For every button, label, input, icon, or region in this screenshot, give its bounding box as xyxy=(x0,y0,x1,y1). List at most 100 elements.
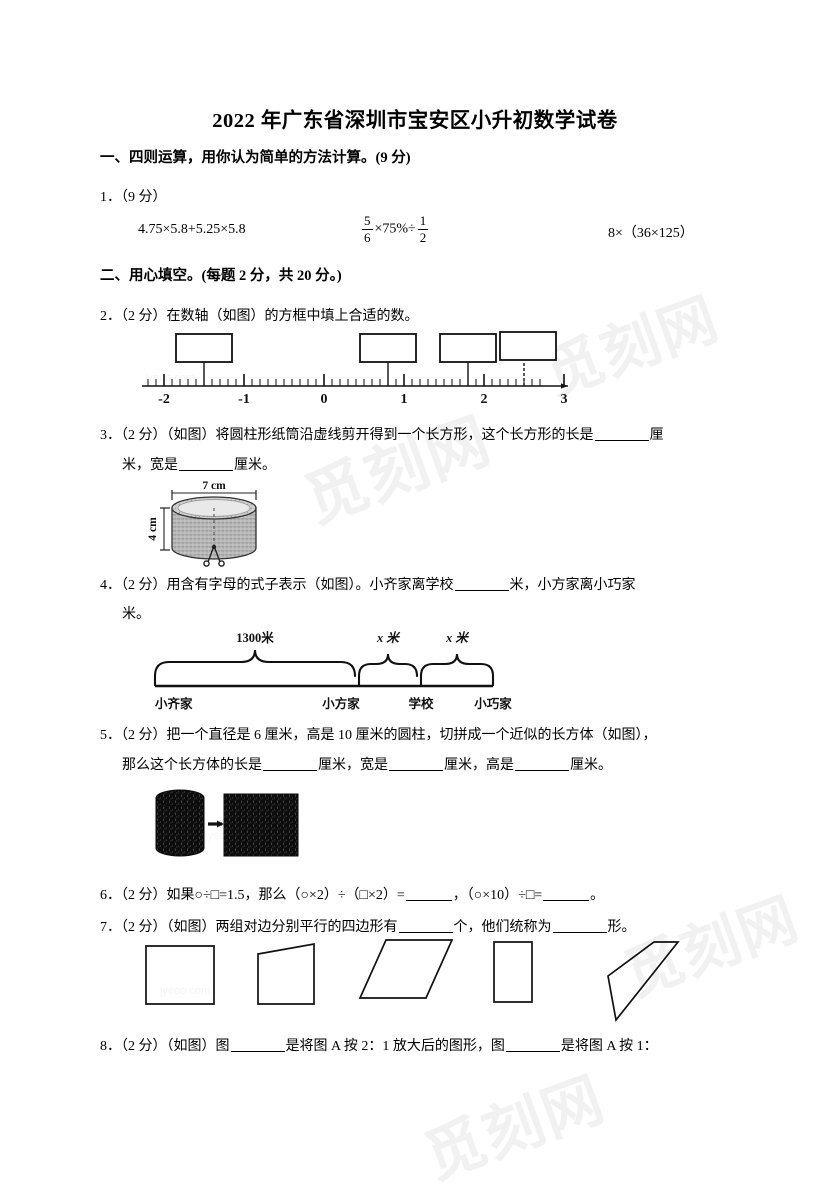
point-label-4: 小巧家 xyxy=(473,696,512,711)
answer-blank[interactable] xyxy=(515,756,569,771)
answer-blank[interactable] xyxy=(230,1037,285,1052)
cylinder-width-label: 7 cm xyxy=(202,480,226,492)
question-3-text-a: 3．（2 分）（如图）将圆柱形纸筒沿虚线剪开得到一个长方形，这个长方形的长是 xyxy=(100,428,594,443)
solid-cuboid xyxy=(223,793,299,857)
question-5-text-a: 那么这个长方体的长是 xyxy=(122,758,262,773)
question-5-solids-figure xyxy=(138,782,338,868)
question-7-text-a: 7．（2 分）（如图）两组对边分别平行的四边形有 xyxy=(100,920,398,935)
question-7-text-b: 个，他们统称为 xyxy=(453,920,552,935)
span-label-1: 1300米 xyxy=(236,630,274,645)
brace-3 xyxy=(419,653,495,678)
question-5-line-1: 5．（2 分）把一个直径是 6 厘米，高是 10 厘米的圆柱，切拼成一个近似的长… xyxy=(100,728,657,743)
question-8-text-a: 8．（2 分）（如图）图 xyxy=(100,1039,230,1054)
tick-label: 1 xyxy=(401,392,408,407)
section-heading-1: 一、四则运算，用你认为简单的方法计算。(9 分) xyxy=(100,150,411,166)
span-label-2: x 米 xyxy=(376,631,400,645)
question-1-heading: 1．（9 分） xyxy=(100,190,167,205)
answer-blank[interactable] xyxy=(454,576,509,591)
scissors-icon xyxy=(203,544,225,567)
question-4-line-1: 4．（2 分）用含有字母的式子表示（如图）。小齐家离学校 米，小方家离小巧家 xyxy=(100,571,636,601)
answer-box-2[interactable] xyxy=(359,333,417,363)
question-3-cylinder-figure: 7 cm 4 cm xyxy=(138,478,328,567)
question-3-text-c: 厘米。 xyxy=(234,458,276,473)
cylinder-height-label: 4 cm xyxy=(147,517,159,541)
question-6-text-c: 。 xyxy=(590,888,605,903)
section-heading-2: 二、用心填空。(每题 2 分，共 20 分。) xyxy=(100,268,342,284)
question-4-line-2: 米。 xyxy=(122,607,150,622)
tick-label: -2 xyxy=(158,392,170,407)
question-5-text-c: 厘米，高是 xyxy=(444,758,514,773)
answer-blank[interactable] xyxy=(389,756,443,771)
shape-slanted-parallelogram xyxy=(607,941,680,1022)
tick-label: 2 xyxy=(481,392,488,407)
solid-cylinder xyxy=(155,797,205,857)
answer-blank[interactable] xyxy=(398,918,453,933)
answer-box-3[interactable] xyxy=(439,333,497,363)
expression-2-operator: ×75%÷ xyxy=(374,221,416,237)
answer-box-4[interactable] xyxy=(499,331,557,361)
question-7-shapes-figure xyxy=(138,932,738,1022)
question-3-text-tail: 厘 xyxy=(649,428,664,443)
numberline-tick-labels: -2 -1 0 1 2 3 xyxy=(158,392,567,407)
numberline-svg: -2 -1 0 1 2 3 xyxy=(142,331,568,407)
answer-blank[interactable] xyxy=(505,1037,560,1052)
cylinder-svg: 7 cm 4 cm xyxy=(147,480,257,567)
solid-cylinder-top xyxy=(155,789,205,807)
question-4-segment-figure: 1300米 x 米 x 米 小齐家 小方家 学校 xyxy=(145,628,535,714)
question-6-text: 6．（2 分）如果○÷□=1.5，那么（○×2）÷（□×2）= ，（○×10）÷□… xyxy=(100,881,604,911)
answer-blank[interactable] xyxy=(179,456,233,471)
point-label-2: 小方家 xyxy=(321,696,360,711)
fraction-bar xyxy=(362,228,373,230)
page-title: 2022 年广东省深圳市宝安区小升初数学试卷 xyxy=(212,110,618,132)
question-3-line-2: 米，宽是 厘米。 xyxy=(122,451,276,481)
brace-2 xyxy=(357,653,419,678)
shape-square xyxy=(145,945,215,1005)
expression-3: 8×（36×125） xyxy=(608,226,694,241)
answer-blank[interactable] xyxy=(405,886,452,901)
answer-blank[interactable] xyxy=(594,426,649,441)
question-5-line-2: 那么这个长方体的长是 厘米，宽是 厘米，高是 厘米。 xyxy=(122,751,612,781)
answer-blank[interactable] xyxy=(543,886,590,901)
answer-blank[interactable] xyxy=(263,756,317,771)
span-label-3: x 米 xyxy=(445,631,469,645)
brace-1 xyxy=(153,649,357,678)
answer-box-1[interactable] xyxy=(175,333,233,363)
question-8-text: 8．（2 分）（如图）图 是将图 A 按 2：1 放大后的图形，图 是将图 A 按 … xyxy=(100,1032,658,1062)
question-8-text-c: 是将图 A 按 1： xyxy=(560,1039,658,1054)
solids-svg xyxy=(155,789,299,857)
watermark: 觅刻网 xyxy=(416,1065,614,1192)
shape-trapezoid xyxy=(257,942,315,1005)
question-2-numberline-figure: -2 -1 0 1 2 3 xyxy=(140,328,570,407)
tick-label: 3 xyxy=(561,392,568,407)
question-3-line-1: 3．（2 分）（如图）将圆柱形纸筒沿虚线剪开得到一个长方形，这个长方形的长是 厘 xyxy=(100,421,664,451)
question-7-text-c: 形。 xyxy=(607,920,636,935)
segment-point-labels: 小齐家 小方家 学校 小巧家 xyxy=(154,696,512,711)
shape-parallelogram xyxy=(358,939,454,999)
point-label-1: 小齐家 xyxy=(154,696,193,711)
segment-diagram-svg: 1300米 x 米 x 米 小齐家 小方家 学校 xyxy=(153,630,512,711)
fraction-bar xyxy=(417,228,429,230)
answer-blank[interactable] xyxy=(552,918,607,933)
question-8-text-b: 是将图 A 按 2：1 放大后的图形，图 xyxy=(285,1039,505,1054)
transform-arrow-icon xyxy=(208,820,224,828)
question-7-text: 7．（2 分）（如图）两组对边分别平行的四边形有 个，他们统称为 形。 xyxy=(100,913,636,943)
tick-label: 0 xyxy=(321,392,328,407)
question-4-text-a: 4．（2 分）用含有字母的式子表示（如图）。小齐家离学校 xyxy=(100,578,454,593)
question-4-text-b: 米，小方家离小巧家 xyxy=(509,578,636,593)
quadrilaterals-svg xyxy=(145,939,680,1022)
question-5-text-d: 厘米。 xyxy=(570,758,612,773)
question-3-text-b: 米，宽是 xyxy=(122,458,178,473)
numberline-answer-boxes xyxy=(175,331,557,386)
expression-1: 4.75×5.8+5.25×5.8 xyxy=(138,222,246,237)
question-5-text-b: 厘米，宽是 xyxy=(318,758,388,773)
question-2-text: 2．（2 分）在数轴（如图）的方框中填上合适的数。 xyxy=(100,309,419,324)
point-label-3: 学校 xyxy=(408,696,434,711)
tick-label: -1 xyxy=(238,392,250,407)
question-6-text-a: 6．（2 分）如果○÷□=1.5，那么（○×2）÷（□×2）= xyxy=(100,888,405,903)
shape-rectangle xyxy=(493,941,533,1003)
question-6-text-b: ，（○×10）÷□= xyxy=(452,888,543,903)
